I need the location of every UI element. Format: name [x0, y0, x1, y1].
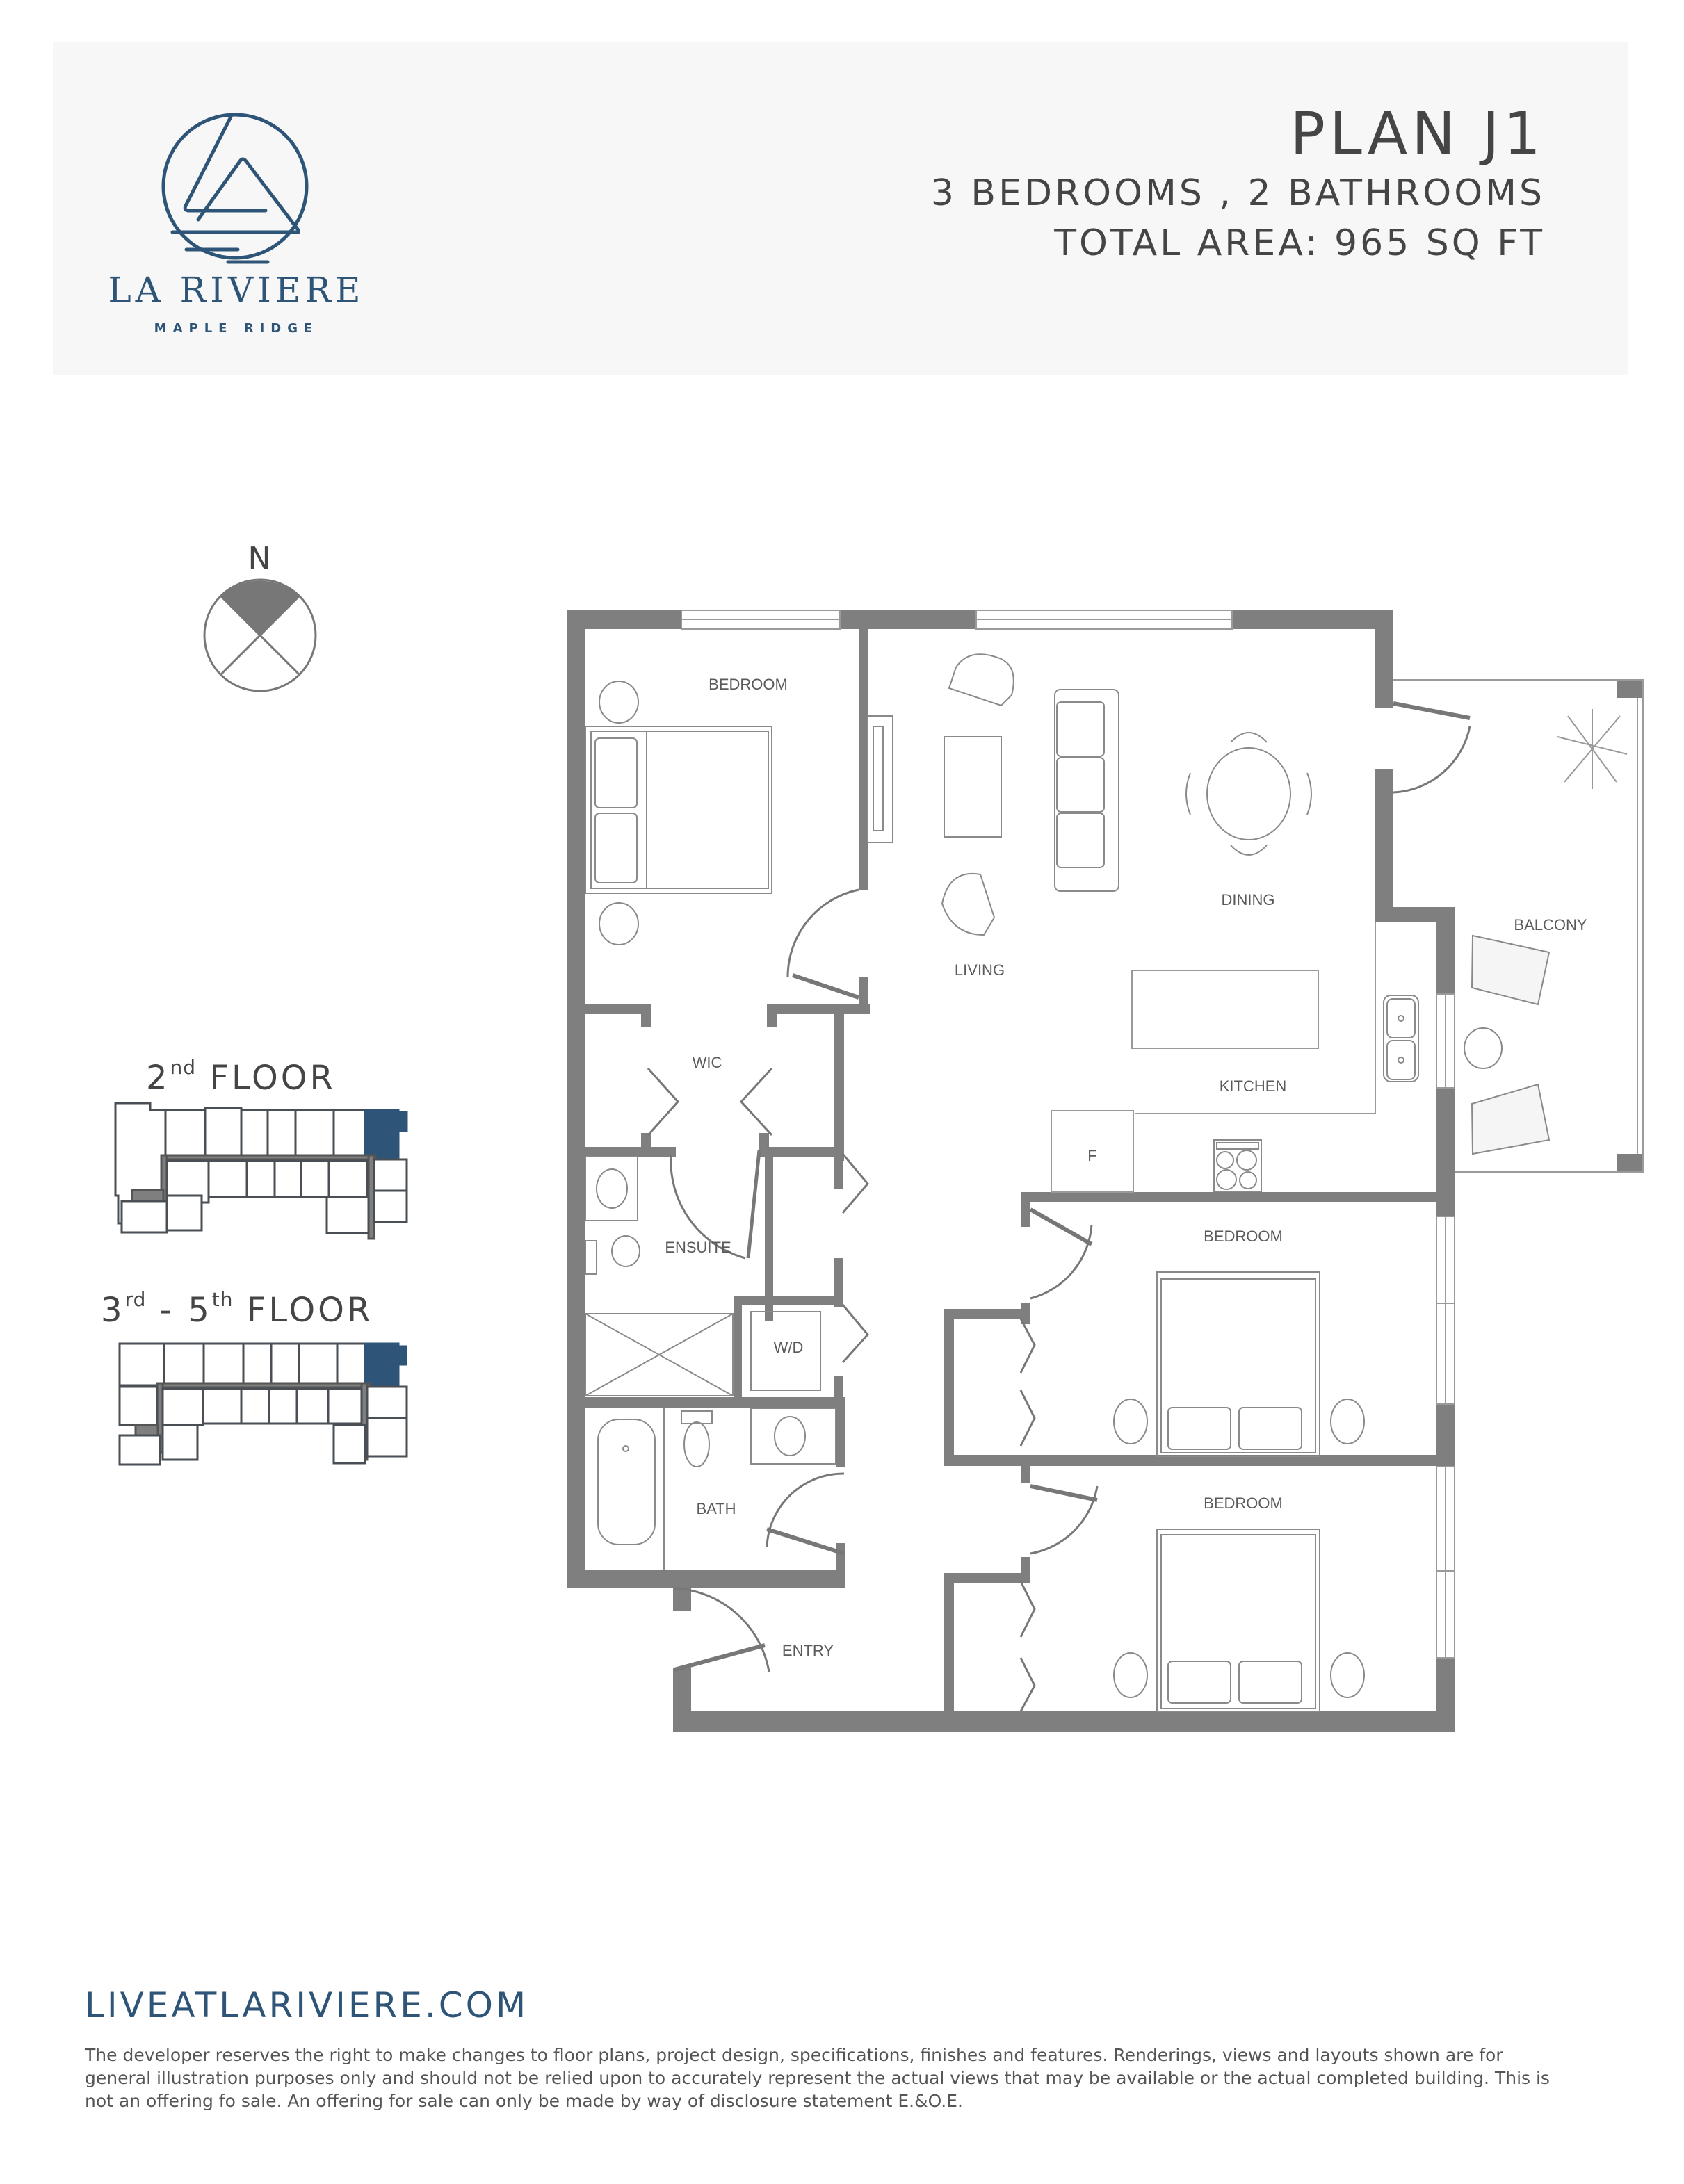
nightstand-icon — [599, 902, 639, 945]
dining-table-icon — [1206, 747, 1291, 840]
label-balcony: BALCONY — [1514, 916, 1587, 934]
keyplan-2nd-floor — [114, 1102, 408, 1240]
label-bedroom-2: BEDROOM — [1204, 1228, 1283, 1245]
header-band — [53, 42, 1628, 375]
keyplan-3rd-5th-floor — [118, 1342, 408, 1466]
armchair-icon — [948, 653, 1014, 707]
label-fridge: F — [1087, 1147, 1096, 1164]
patio-chair-icon — [1471, 934, 1551, 1006]
label-ensuite: ENSUITE — [665, 1239, 731, 1256]
plant-icon — [1557, 709, 1628, 789]
walls — [567, 610, 1643, 1732]
vanity-icon — [585, 1156, 638, 1221]
coffee-table-icon — [944, 736, 1002, 838]
label-entry: ENTRY — [782, 1642, 834, 1659]
brand-location: MAPLE RIDGE — [154, 321, 319, 336]
washer-dryer-icon — [750, 1311, 821, 1391]
windows — [681, 610, 1644, 1659]
nightstand-icon — [1330, 1652, 1365, 1698]
patio-table-icon — [1464, 1027, 1503, 1069]
label-dining: DINING — [1222, 891, 1275, 908]
floor-suffix: nd — [170, 1056, 197, 1079]
doors — [647, 701, 1471, 1712]
bed-icon — [1156, 1529, 1320, 1712]
armchair-icon — [941, 872, 996, 936]
label-bedroom-primary: BEDROOM — [709, 676, 788, 693]
label-kitchen: KITCHEN — [1220, 1077, 1287, 1095]
brand-name: LA RIVIERE — [108, 270, 365, 310]
keyplan-label-2nd-floor: 2nd FLOOR — [146, 1058, 336, 1095]
plan-total-area: TOTAL AREA: 965 SQ FT — [1054, 222, 1545, 264]
brand-logo: LA RIVIERE MAPLE RIDGE — [83, 111, 389, 348]
legal-disclaimer: The developer reserves the right to make… — [85, 2045, 1550, 2111]
tv-console-icon — [867, 715, 893, 843]
nightstand-icon — [599, 681, 639, 724]
floor-suffix-end: th — [211, 1288, 234, 1311]
floor-separator: - — [146, 1291, 188, 1330]
floor-number-start: 3 — [101, 1291, 125, 1330]
room-labels: BEDROOM LIVING DINING KITCHEN F BALCONY … — [665, 676, 1587, 1659]
sofa-icon — [1054, 689, 1119, 892]
patio-chair-icon — [1471, 1083, 1551, 1155]
toilet-icon — [611, 1235, 640, 1267]
kitchen-sink-icon — [1383, 995, 1419, 1082]
label-living: LIVING — [955, 961, 1005, 979]
label-bath: BATH — [696, 1500, 736, 1517]
floor-word: FLOOR — [209, 1059, 336, 1098]
plan-title: PLAN J1 — [1290, 99, 1545, 168]
nightstand-icon — [1330, 1399, 1365, 1444]
floor-suffix-start: rd — [124, 1288, 147, 1311]
nightstand-icon — [1113, 1399, 1148, 1444]
nightstand-icon — [1113, 1652, 1148, 1698]
north-arrow-icon: N — [203, 541, 317, 692]
floor-word: FLOOR — [246, 1291, 373, 1330]
shower-icon — [585, 1313, 734, 1396]
keyplan-label-3rd-5th-floor: 3rd - 5th FLOOR — [101, 1288, 373, 1330]
bed-icon — [1156, 1271, 1320, 1457]
furniture — [585, 653, 1628, 1712]
plan-bedrooms-bathrooms: 3 BEDROOMS , 2 BATHROOMS — [930, 172, 1545, 214]
sink-icon — [750, 1408, 836, 1465]
label-bedroom-3: BEDROOM — [1204, 1494, 1283, 1512]
label-wd: W/D — [774, 1339, 804, 1356]
stove-icon — [1213, 1139, 1262, 1192]
bathtub-icon — [597, 1419, 656, 1545]
floor-number-end: 5 — [188, 1291, 212, 1330]
bed-icon — [585, 726, 772, 894]
floor-number: 2 — [146, 1059, 170, 1098]
label-wic: WIC — [693, 1054, 722, 1071]
website-link[interactable]: LIVEATLARIVIERE.COM — [85, 1985, 529, 2026]
toilet-icon — [681, 1410, 713, 1424]
la-riviere-mountain-river-icon — [161, 113, 309, 264]
compass-north-label: N — [248, 541, 271, 576]
